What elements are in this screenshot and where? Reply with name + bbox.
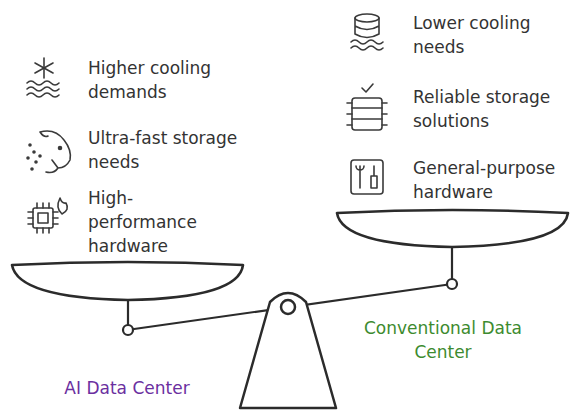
icon-wave [351,46,383,50]
chip-core [38,213,48,223]
requirement-label: Lower cooling needs [413,11,563,59]
screwdriver [371,166,377,188]
requirement-label: High-performance hardware [88,186,206,258]
wrench [356,166,364,188]
icon-dot [39,155,41,157]
icon-stroke [355,18,379,38]
chip-pins [28,203,58,233]
right-pan-stem [451,246,453,279]
icon-dot [31,168,33,170]
toolbox-icon [351,160,383,194]
chip-icon [28,198,67,233]
icon-eye [59,147,62,150]
rack-body [352,98,382,130]
cheetah-icon [27,131,70,173]
left-pan-stem [127,299,129,325]
snowflake-icon [27,58,59,97]
rack-lines [347,103,387,125]
right-pan [337,210,568,247]
icon-stroke [40,131,70,173]
icon-dot [33,151,35,153]
icon-dot [27,157,29,159]
icon-wave [27,87,59,91]
toolbox-body [351,160,383,194]
icon-stroke [355,14,379,22]
requirement-label: Higher cooling demands [88,56,238,104]
storage-rack-icon [347,84,387,130]
icon-dot [35,161,37,163]
check-mark [362,84,373,92]
requirement-label: General-purpose hardware [413,156,579,204]
scale-fulcrum [240,293,336,408]
requirement-label: Reliable storage solutions [413,85,579,133]
icons [27,14,387,233]
category-label: AI Data Center [37,376,217,400]
left-pan [12,262,243,300]
database-icon [351,14,383,50]
icon-wave [27,93,59,97]
icon-stroke [35,63,53,73]
icon-wave [351,40,383,44]
chip-body [33,208,53,228]
icon-dot [29,144,31,146]
requirement-label: Ultra-fast storage needs [88,126,238,174]
category-label: Conventional Data Center [348,316,538,364]
flame-icon [58,198,67,214]
icon-stroke [35,63,53,73]
fulcrum-pivot [281,300,295,314]
left-pan-joint [123,325,133,335]
right-pan-joint [447,279,457,289]
icon-wave [27,81,59,85]
